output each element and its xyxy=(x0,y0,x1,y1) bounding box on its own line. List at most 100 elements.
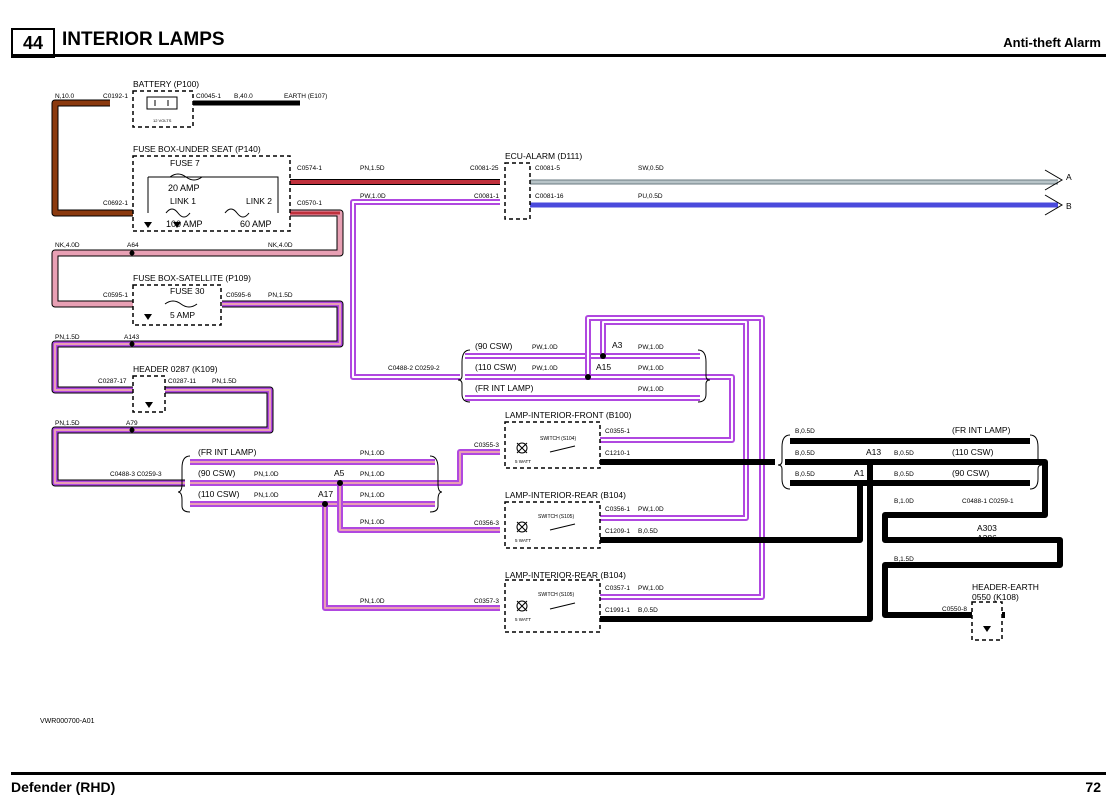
black-earth-wires xyxy=(600,438,1063,622)
conn-c0692: C0692-1 xyxy=(103,200,128,207)
upper-opt-90: (90 CSW) xyxy=(475,341,512,351)
link1-label: LINK 1 xyxy=(170,196,196,206)
section-title: Anti-theft Alarm xyxy=(1003,35,1101,50)
header-0287-wire: PN,1.5D xyxy=(212,378,237,385)
left-opt-90: (90 CSW) xyxy=(198,468,235,478)
lamp-front-switch: SWITCH (S104) xyxy=(540,436,576,442)
lamp-rear1-watt: 5 WATT xyxy=(515,538,531,543)
footer-rule xyxy=(11,772,1106,775)
header-earth-box xyxy=(971,601,1003,641)
satellite-wire: PN,1.5D xyxy=(268,292,293,299)
left-harness-conn: C0488-3 C0259-3 xyxy=(110,471,162,478)
reference-code: VWR000700-A01 xyxy=(40,718,95,725)
lamp-rear1-conn-top: C0356-1 xyxy=(605,506,630,513)
lamp-rear1-box xyxy=(504,501,601,549)
fuse30-label: FUSE 30 xyxy=(170,286,205,296)
lamp-rear1-wire-top: PW,1.0D xyxy=(638,506,664,513)
harness-brackets xyxy=(177,349,1043,513)
header-0287-conn-left: C0287-17 xyxy=(98,378,127,385)
upper-harness-lines xyxy=(465,315,765,600)
right-wire-1: B,0.5D xyxy=(795,428,815,435)
link2-rating: 60 AMP xyxy=(240,219,272,229)
lamp-switch-symbols xyxy=(516,442,576,612)
lamp-rear2-conn-in: C0357-3 xyxy=(474,598,499,605)
right-conn: C0488-1 C0259-1 xyxy=(962,498,1014,505)
header-0287-conn-right: C0287-11 xyxy=(168,378,196,385)
upper-wire-2: PW,1.0D xyxy=(532,365,558,372)
conn-c0574: C0574-1 xyxy=(297,165,322,172)
fuse-symbols xyxy=(147,173,279,308)
splice-a15: A15 xyxy=(596,362,611,372)
splice-a1: A1 xyxy=(854,468,865,478)
conn-c0570: C0570-1 xyxy=(297,200,322,207)
left-opt-110: (110 CSW) xyxy=(198,489,240,499)
lamp-rear1-conn-bottom: C1209-1 xyxy=(605,528,630,535)
right-wire-2: B,0.5D xyxy=(795,450,815,457)
upper-wire-3: PW,1.0D xyxy=(638,344,664,351)
fusebox-under-seat-title: FUSE BOX-UNDER SEAT (P140) xyxy=(133,144,261,154)
left-wire-6: PN,1.0D xyxy=(360,519,385,526)
splice-dots xyxy=(129,250,873,507)
header-earth-title: HEADER-EARTH xyxy=(972,582,1039,592)
footer-page: 72 xyxy=(1085,779,1101,795)
lamp-rear2-conn-top: C0357-1 xyxy=(605,585,630,592)
ecu-title: ECU-ALARM (D111) xyxy=(505,151,582,161)
splice-a386: A386 xyxy=(977,533,997,543)
satellite-conn-left: C0595-1 xyxy=(103,292,128,299)
ecu-conn-out-b: C0081-16 xyxy=(535,193,564,200)
upper-wire-4: PW,1.0D xyxy=(638,365,664,372)
left-wire-5: PN,1.0D xyxy=(360,492,385,499)
right-wire-b1: B,1.0D xyxy=(894,498,914,505)
upper-wire-5: PW,1.0D xyxy=(638,386,664,393)
fusebox-satellite-title: FUSE BOX-SATELLITE (P109) xyxy=(133,273,251,283)
a79-label: A79 xyxy=(126,420,138,427)
a143-wire: PN,1.5D xyxy=(55,334,80,341)
link2-label: LINK 2 xyxy=(246,196,272,206)
lamp-front-conn-top: C0355-1 xyxy=(605,428,630,435)
a64-wire-left: NK,4.0D xyxy=(55,242,80,249)
arrow-a-label: A xyxy=(1066,172,1072,182)
lamp-rear2-switch: SWITCH (S105) xyxy=(538,592,574,598)
lamp-front-conn-bottom: C1210-1 xyxy=(605,450,630,457)
fuse7-label: FUSE 7 xyxy=(170,158,200,168)
ecu-wire-a: SW,0.5D xyxy=(638,165,664,172)
header-earth-subtitle: 0550 (K108) xyxy=(972,592,1019,602)
labels: BATTERY (P100) N,10.0 C0192-1 C0045-1 B,… xyxy=(55,79,1072,622)
battery-label: 12 VOLTS xyxy=(153,118,172,123)
header-earth-conn: C0550-8 xyxy=(942,606,967,613)
battery-title: BATTERY (P100) xyxy=(133,79,199,89)
lamp-rear1-title: LAMP-INTERIOR-REAR (B104) xyxy=(505,490,626,500)
ecu-wire-b: PU,0.5D xyxy=(638,193,663,200)
right-wire-5: B,0.5D xyxy=(894,471,914,478)
lamp-rear1-wire-bottom: B,0.5D xyxy=(638,528,658,535)
lamp-rear2-box xyxy=(504,579,601,633)
ecu-box xyxy=(504,162,531,220)
satellite-conn-right: C0595-6 xyxy=(226,292,251,299)
upper-opt-110: (110 CSW) xyxy=(475,362,517,372)
wires xyxy=(51,99,1063,622)
lamp-rear2-watt: 5 WATT xyxy=(515,617,531,622)
upper-opt-fr: (FR INT LAMP) xyxy=(475,383,534,393)
fuse30-rating: 5 AMP xyxy=(170,310,195,320)
ecu-conn-in-a: C0081-25 xyxy=(470,165,499,172)
battery-wire-in: N,10.0 xyxy=(55,93,75,100)
splice-a303: A303 xyxy=(977,523,997,533)
left-wire-7: PN,1.0D xyxy=(360,598,385,605)
upper-harness-conn: C0488-2 C0259-2 xyxy=(388,365,440,372)
lamp-rear2-wire-top: PW,1.0D xyxy=(638,585,664,592)
battery-conn-left: C0192-1 xyxy=(103,93,128,100)
lamp-rear2-conn-bottom: C1991-1 xyxy=(605,607,630,614)
lamp-rear2-title: LAMP-INTERIOR-REAR (B104) xyxy=(505,570,626,580)
lamp-rear2-wire-bottom: B,0.5D xyxy=(638,607,658,614)
lamp-rear1-switch: SWITCH (S105) xyxy=(538,514,574,520)
wire-brown xyxy=(51,99,135,217)
left-wire-4: PN,1.0D xyxy=(360,471,385,478)
splice-a3: A3 xyxy=(612,340,623,350)
left-wire-1: PN,1.0D xyxy=(254,471,279,478)
right-opt-110: (110 CSW) xyxy=(952,447,994,457)
output-arrows xyxy=(1044,169,1063,216)
left-wire-2: PN,1.0D xyxy=(254,492,279,499)
splice-a17: A17 xyxy=(318,489,333,499)
a64-wire-right: NK,4.0D xyxy=(268,242,293,249)
